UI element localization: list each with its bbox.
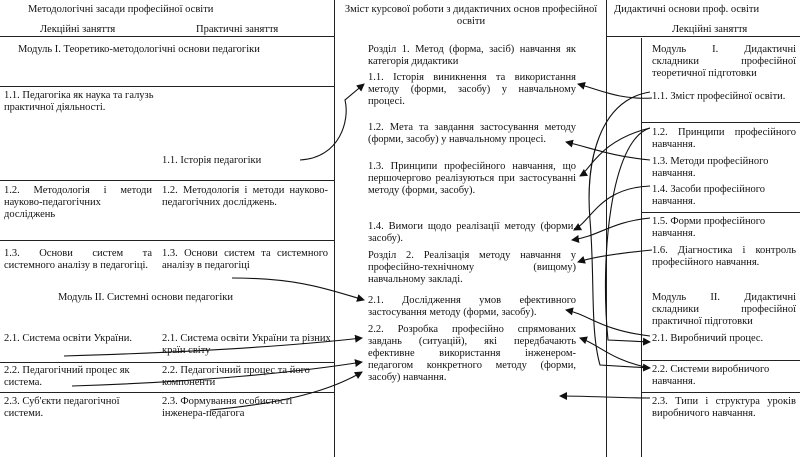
right-item-2-3: 2.3. Типи і структура уроків виробничого… xyxy=(652,396,796,419)
arrow-2-3-to-2-2 xyxy=(209,371,363,411)
middle-item-1-4: 1.4. Вимоги щодо реалізації методу (форм… xyxy=(368,221,576,244)
left-lecture-1-2: 1.2. Методологія і методи науково-педаго… xyxy=(4,185,152,220)
left-practice-2-3: 2.3. Формування особистості інженера-пед… xyxy=(162,396,293,419)
left-practice-1-3: 1.3. Основи систем та системного аналізу… xyxy=(162,248,328,271)
middle-item-1-3: 1.3. Принципи професійного навчання, що … xyxy=(368,161,576,196)
rule-left-module1 xyxy=(0,86,334,87)
right-item-2-1: 2.1. Виробничий процес. xyxy=(652,333,764,344)
arrow-systems-right-to-2-2 xyxy=(579,336,651,369)
right-item-1-2: 1.2. Принципи професійного навчання. xyxy=(652,127,796,150)
divider-left-middle xyxy=(334,0,335,457)
rule-left-header xyxy=(0,36,334,37)
middle-item-2-2: 2.2. Розробка професійно спрямованих зав… xyxy=(368,324,576,383)
arrow-brace-right-2 xyxy=(604,127,651,346)
right-module1-title: Модуль I. Дидактичні складники професійн… xyxy=(652,44,796,79)
left-practice-1-1: 1.1. Історія педагогіки xyxy=(162,155,262,166)
right-item-1-6: 1.6. Діагностика і контроль професійного… xyxy=(652,245,796,268)
left-module2-title: Модуль II. Системні основи педагогіки xyxy=(58,292,234,303)
arrow-methods-to-1-2 xyxy=(565,139,651,161)
left-col-practice-heading: Практичні заняття xyxy=(196,24,279,35)
right-col-lecture-heading: Лекційні заняття xyxy=(672,24,748,35)
arrow-2-2-to-2-2 xyxy=(71,359,363,387)
rule-right-header xyxy=(606,36,800,37)
right-item-2-2: 2.2. Системи виробничого навчання. xyxy=(652,364,770,387)
arrow-systems-to-2-1 xyxy=(231,277,365,302)
right-header: Дидактичні основи проф. освіти xyxy=(614,4,760,15)
arrow-lesson-types-to-2-2 xyxy=(559,392,651,401)
arrow-history-to-1-1 xyxy=(299,83,365,161)
left-lecture-1-1: 1.1. Педагогіка як наука та галузь практ… xyxy=(4,90,154,113)
arrow-brace-right xyxy=(588,91,651,372)
middle-header: Зміст курсової роботи з дидактичних осно… xyxy=(344,4,598,27)
left-practice-2-1: 2.1. Система освіти України та різних кр… xyxy=(162,333,331,356)
right-module2-title: Модуль II. Дидактичні складники професій… xyxy=(652,292,796,327)
left-lecture-2-3: 2.3. Суб'єкти педагогічної системи. xyxy=(4,396,120,419)
rule-left-row1 xyxy=(0,180,334,181)
left-lecture-2-1: 2.1. Система освіти України. xyxy=(4,333,132,344)
rule-left-row2 xyxy=(0,240,334,241)
arrow-diagnostics-to-2 xyxy=(577,249,653,264)
middle-item-1-1: 1.1. Історія виникнення та використання … xyxy=(368,72,576,107)
left-col-lecture-heading: Лекційні заняття xyxy=(40,24,116,35)
right-item-1-3: 1.3. Методи професійного навчання. xyxy=(652,156,769,179)
arrow-2-1-to-2-2 xyxy=(63,334,363,357)
divider-right-inner xyxy=(641,38,642,457)
left-lecture-2-2: 2.2. Педагогічний процес як система. xyxy=(4,365,130,388)
left-header: Методологічні засади професійної освіти xyxy=(28,4,214,15)
rule-left-row3 xyxy=(0,362,334,363)
rule-right-r1-4 xyxy=(641,212,800,213)
left-practice-1-2: 1.2. Методологія і методи науково-педаго… xyxy=(162,185,328,208)
rule-right-r1-1 xyxy=(641,122,800,123)
arrow-forms-to-1-4 xyxy=(571,217,651,243)
right-item-1-5: 1.5. Форми професійного навчання. xyxy=(652,216,766,239)
right-item-1-4: 1.4. Засоби професійного навчання. xyxy=(652,184,765,207)
rule-left-row4 xyxy=(0,392,334,393)
arrow-principles-to-1-3 xyxy=(579,127,651,177)
middle-section-1: Розділ 1. Метод (форма, засіб) навчання … xyxy=(368,44,576,67)
middle-section-2: Розділ 2. Реалізація методу навчання у п… xyxy=(368,250,576,285)
left-practice-2-2: 2.2. Педагогічний процес та його компоне… xyxy=(162,365,310,388)
right-item-1-1: 1.1. Зміст професійної освіти. xyxy=(652,91,786,102)
arrow-production-to-2-1 xyxy=(565,307,651,337)
arrow-means-to-1-4 xyxy=(573,185,651,231)
arrow-content-to-1-1 xyxy=(577,81,653,99)
middle-item-1-2: 1.2. Мета та завдання застосування метод… xyxy=(368,122,576,145)
left-module1-title: Модуль I. Теоретико-методологічні основи… xyxy=(18,44,260,55)
rule-right-r2-1 xyxy=(641,360,800,361)
left-lecture-1-3: 1.3. Основи систем та системного аналізу… xyxy=(4,248,152,271)
rule-right-r2-2 xyxy=(641,392,800,393)
middle-item-2-1: 2.1. Дослідження умов ефективного застос… xyxy=(368,295,576,318)
